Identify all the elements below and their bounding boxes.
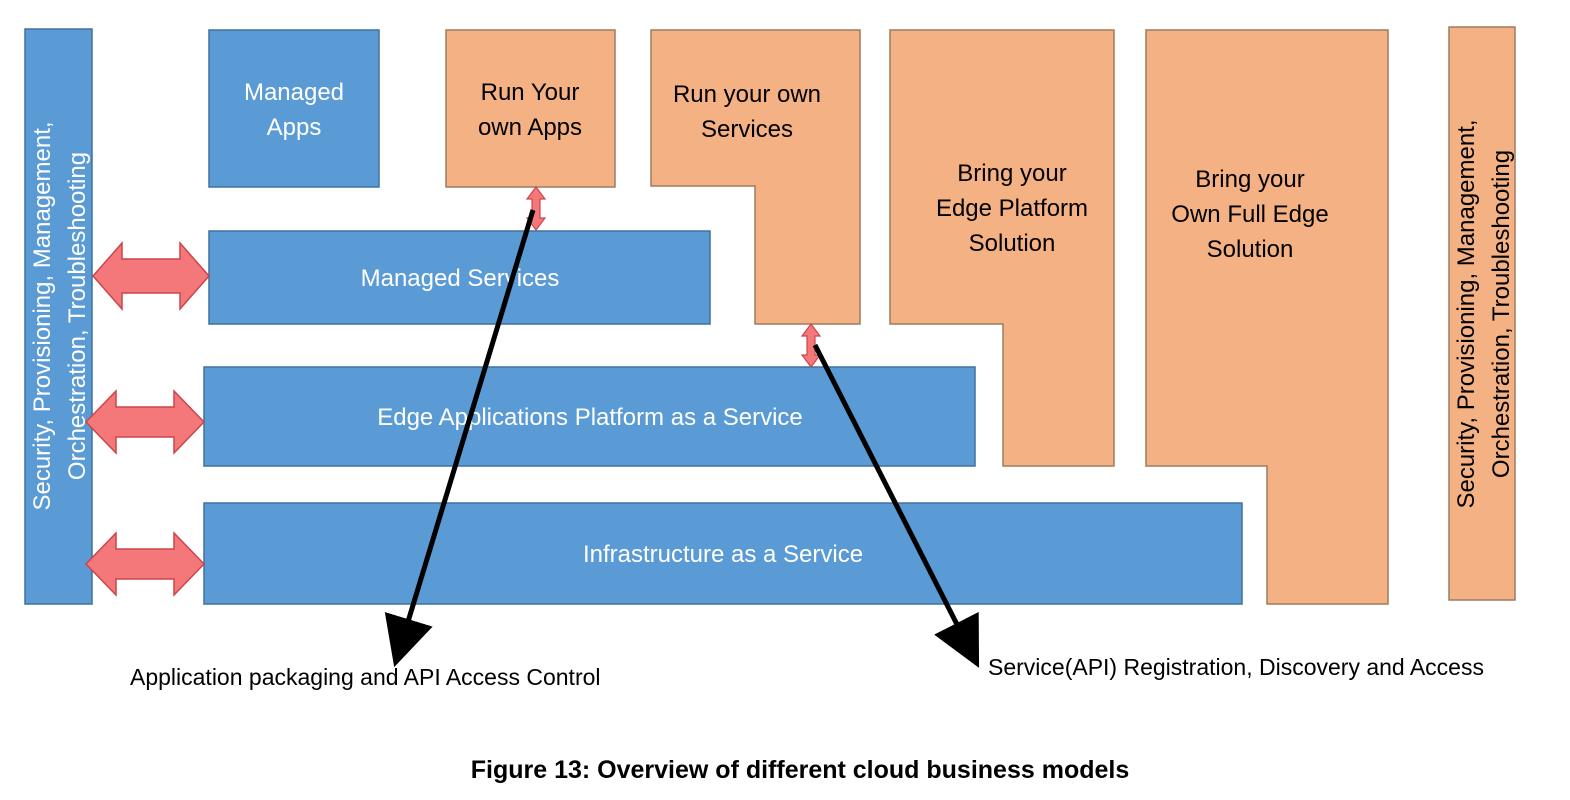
managed-services-box [208, 230, 711, 325]
iaas-box [203, 502, 1243, 605]
callout-arrow-left [384, 209, 536, 668]
edge-paas-label: Edge Applications Platform as a Service [377, 404, 803, 431]
left-bar-label-line2: Orchestration, Troubleshooting [64, 152, 91, 480]
left-bar-label-line1: Security, Provisioning, Management, [29, 121, 56, 510]
bring-edge-platform-shape [889, 29, 1115, 467]
managed-apps-label-line1: Managed [244, 79, 344, 106]
callout-right-label: Service(API) Registration, Discovery and… [988, 654, 1484, 680]
run-own-services-shape [650, 29, 861, 325]
run-own-services-label-line2: Services [701, 116, 793, 143]
small-double-arrow-services [800, 323, 822, 368]
edge-paas-box [203, 366, 976, 467]
double-arrow-managed-services [92, 241, 210, 311]
left-management-bar [24, 28, 93, 605]
iaas-label: Infrastructure as a Service [583, 541, 863, 568]
double-arrow-edge-paas [84, 389, 206, 455]
callout-left-label: Application packaging and API Access Con… [130, 664, 601, 690]
bring-full-edge-label-line2: Own Full Edge [1171, 201, 1328, 228]
bring-edge-platform-label-line3: Solution [969, 230, 1056, 257]
managed-apps-label-line2: Apps [267, 114, 322, 141]
run-own-apps-box [445, 29, 616, 188]
bring-full-edge-label-line3: Solution [1207, 236, 1294, 263]
bring-edge-platform-label-line2: Edge Platform [936, 195, 1088, 222]
run-own-apps-label-line1: Run Your [481, 79, 580, 106]
run-own-services-label-line1: Run your own [673, 81, 821, 108]
bring-full-edge-shape [1145, 29, 1389, 605]
managed-apps-box [208, 29, 380, 188]
bring-full-edge-label-line1: Bring your [1195, 166, 1304, 193]
bring-edge-platform-label-line1: Bring your [957, 160, 1066, 187]
double-arrow-iaas [84, 531, 206, 597]
run-own-apps-label-line2: own Apps [478, 114, 582, 141]
right-bar-label-line2: Orchestration, Troubleshooting [1488, 150, 1515, 478]
callout-arrow-right [812, 343, 980, 668]
right-bar-label-line1: Security, Provisioning, Management, [1453, 119, 1480, 508]
figure-caption: Figure 13: Overview of different cloud b… [471, 756, 1129, 784]
right-management-bar [1448, 26, 1516, 601]
managed-services-label: Managed Services [361, 265, 560, 292]
